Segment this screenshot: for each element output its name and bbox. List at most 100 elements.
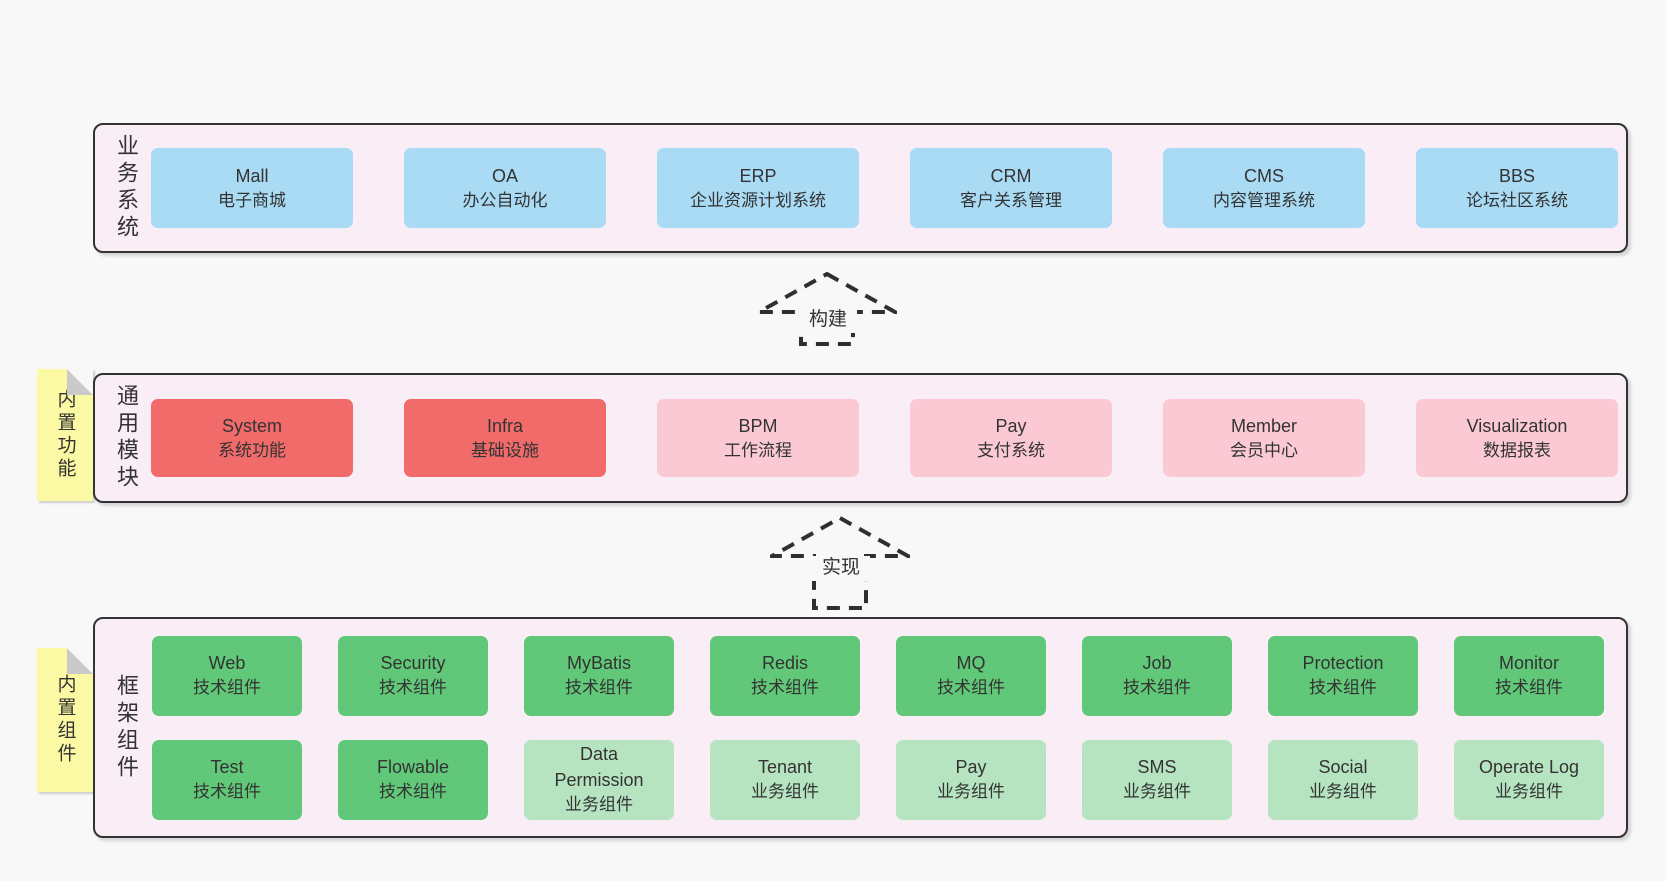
box-subtitle: 技术组件 (751, 678, 819, 698)
box-title: Data Permission (554, 744, 644, 790)
modules-box-row: System 系统功能 Infra 基础设施 BPM 工作流程 Pay 支付系统… (151, 399, 1618, 477)
box-subtitle: 企业资源计划系统 (690, 190, 826, 210)
box-oa: OA 办公自动化 (404, 148, 606, 228)
section-common-modules: 通用模块 System 系统功能 Infra 基础设施 BPM 工作流程 Pay… (93, 373, 1628, 503)
box-title: CMS (1244, 165, 1284, 186)
box-redis: Redis 技术组件 (710, 635, 860, 716)
box-subtitle: 客户关系管理 (960, 190, 1062, 210)
box-subtitle: 工作流程 (724, 440, 792, 460)
folded-corner-icon (67, 369, 93, 395)
box-title: Pay (995, 415, 1027, 436)
sticky-tab-label: 内置功能 (54, 389, 76, 481)
box-pay-component: Pay 业务组件 (896, 739, 1046, 820)
box-subtitle: 系统功能 (218, 440, 286, 460)
arrow-up-implement (770, 516, 910, 610)
box-title: BBS (1498, 165, 1536, 186)
box-protection: Protection 技术组件 (1268, 635, 1418, 716)
box-job: Job 技术组件 (1082, 635, 1232, 716)
box-subtitle: 技术组件 (937, 678, 1005, 698)
box-subtitle: 业务组件 (565, 794, 633, 814)
arrow-label-build: 构建 (799, 308, 857, 333)
box-subtitle: 业务组件 (1495, 782, 1563, 802)
box-subtitle: 业务组件 (1123, 782, 1191, 802)
box-subtitle: 会员中心 (1230, 440, 1298, 460)
section-framework-components: 框架组件 Web 技术组件 Security 技术组件 MyBatis 技术组件… (93, 617, 1628, 838)
section-label-modules: 通用模块 (114, 384, 139, 492)
box-subtitle: 技术组件 (1123, 678, 1191, 698)
box-title: Job (1142, 653, 1172, 673)
box-subtitle: 业务组件 (1309, 782, 1377, 802)
box-title: MQ (956, 653, 986, 673)
box-title: CRM (990, 165, 1032, 186)
box-pay-system: Pay 支付系统 (910, 399, 1112, 477)
box-subtitle: 业务组件 (751, 782, 819, 802)
box-flowable: Flowable 技术组件 (338, 739, 488, 820)
box-title: OA (491, 165, 518, 186)
box-member: Member 会员中心 (1163, 399, 1365, 477)
box-title: Visualization (1466, 415, 1568, 436)
box-security: Security 技术组件 (338, 635, 488, 716)
box-subtitle: 技术组件 (193, 782, 261, 802)
box-mybatis: MyBatis 技术组件 (524, 635, 674, 716)
box-title: Web (208, 653, 246, 673)
box-erp: ERP 企业资源计划系统 (657, 148, 859, 228)
box-title: Flowable (376, 757, 450, 777)
box-title: Monitor (1498, 653, 1560, 673)
sticky-tab-builtin-features: 内置功能 (37, 369, 93, 501)
box-subtitle: 数据报表 (1483, 440, 1551, 460)
box-title: Social (1318, 757, 1368, 777)
box-subtitle: 技术组件 (379, 678, 447, 698)
box-subtitle: 办公自动化 (462, 190, 548, 210)
box-data-permission: Data Permission 业务组件 (524, 739, 674, 820)
business-box-row: Mall 电子商城 OA 办公自动化 ERP 企业资源计划系统 CRM 客户关系… (151, 148, 1618, 228)
box-infra: Infra 基础设施 (404, 399, 606, 477)
box-title: Protection (1302, 653, 1384, 673)
section-label-business: 业务系统 (114, 134, 139, 242)
box-title: Test (210, 757, 244, 777)
framework-row-2: Test 技术组件 Flowable 技术组件 Data Permission … (152, 739, 1604, 820)
box-title: Redis (761, 653, 809, 673)
sticky-tab-builtin-components: 内置组件 (37, 648, 93, 792)
box-subtitle: 内容管理系统 (1213, 190, 1315, 210)
box-visualization: Visualization 数据报表 (1416, 399, 1618, 477)
box-social: Social 业务组件 (1268, 739, 1418, 820)
box-monitor: Monitor 技术组件 (1454, 635, 1604, 716)
box-subtitle: 技术组件 (1495, 678, 1563, 698)
box-web: Web 技术组件 (152, 635, 302, 716)
framework-row-1: Web 技术组件 Security 技术组件 MyBatis 技术组件 Redi… (152, 635, 1604, 716)
box-mq: MQ 技术组件 (896, 635, 1046, 716)
box-title: SMS (1137, 757, 1177, 777)
box-title: MyBatis (566, 653, 631, 673)
box-title: System (221, 415, 282, 436)
box-title: Mall (235, 165, 269, 186)
box-subtitle: 基础设施 (471, 440, 539, 460)
box-title: Security (380, 653, 446, 673)
folded-corner-icon (67, 648, 93, 674)
framework-rows: Web 技术组件 Security 技术组件 MyBatis 技术组件 Redi… (137, 635, 1604, 820)
box-subtitle: 支付系统 (977, 440, 1045, 460)
box-tenant: Tenant 业务组件 (710, 739, 860, 820)
box-subtitle: 技术组件 (565, 678, 633, 698)
section-label-framework: 框架组件 (114, 673, 139, 782)
box-bpm: BPM 工作流程 (657, 399, 859, 477)
box-title: Operate Log (1478, 757, 1580, 777)
box-subtitle: 业务组件 (937, 782, 1005, 802)
box-system: System 系统功能 (151, 399, 353, 477)
box-title: ERP (739, 165, 777, 186)
box-cms: CMS 内容管理系统 (1163, 148, 1365, 228)
box-bbs: BBS 论坛社区系统 (1416, 148, 1618, 228)
box-title: Tenant (757, 757, 813, 777)
box-sms: SMS 业务组件 (1082, 739, 1232, 820)
section-business-systems: 业务系统 Mall 电子商城 OA 办公自动化 ERP 企业资源计划系统 CRM… (93, 123, 1628, 253)
box-subtitle: 技术组件 (379, 782, 447, 802)
box-title: Pay (955, 757, 987, 777)
arrow-label-implement: 实现 (812, 556, 870, 581)
box-mall: Mall 电子商城 (151, 148, 353, 228)
box-subtitle: 技术组件 (1309, 678, 1377, 698)
box-subtitle: 论坛社区系统 (1466, 190, 1568, 210)
arrow-up-build (757, 272, 897, 346)
box-test: Test 技术组件 (152, 739, 302, 820)
box-subtitle: 技术组件 (193, 678, 261, 698)
box-title: Infra (486, 415, 524, 436)
